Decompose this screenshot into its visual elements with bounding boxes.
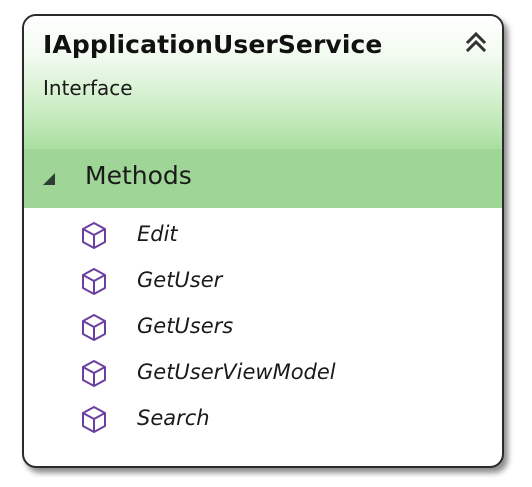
shape-title: IApplicationUserService (43, 30, 383, 59)
method-label: Search (137, 406, 210, 430)
methods-section-label: Methods (85, 161, 192, 190)
section-toggle[interactable] (40, 170, 58, 188)
class-shape[interactable]: IApplicationUserService Interface Method… (22, 14, 504, 468)
method-label: GetUserViewModel (137, 360, 336, 384)
shape-stereotype: Interface (43, 76, 133, 100)
method-item-search[interactable]: Search (24, 398, 502, 438)
method-label: Edit (137, 222, 178, 246)
method-label: GetUser (137, 268, 223, 292)
method-label: GetUsers (137, 314, 234, 338)
method-item-getusers[interactable]: GetUsers (24, 306, 502, 346)
method-item-getuserviewmodel[interactable]: GetUserViewModel (24, 352, 502, 392)
triangle-expanded-icon (43, 173, 55, 185)
double-chevron-up-icon (465, 31, 487, 53)
method-item-getuser[interactable]: GetUser (24, 260, 502, 300)
collapse-button[interactable] (462, 28, 490, 56)
method-cube-icon (82, 222, 106, 249)
methods-section-header[interactable]: Methods (24, 149, 502, 208)
shape-header[interactable]: IApplicationUserService Interface (24, 16, 502, 149)
method-item-edit[interactable]: Edit (24, 214, 502, 254)
method-cube-icon (82, 360, 106, 387)
method-cube-icon (82, 268, 106, 295)
method-cube-icon (82, 314, 106, 341)
method-cube-icon (82, 406, 106, 433)
